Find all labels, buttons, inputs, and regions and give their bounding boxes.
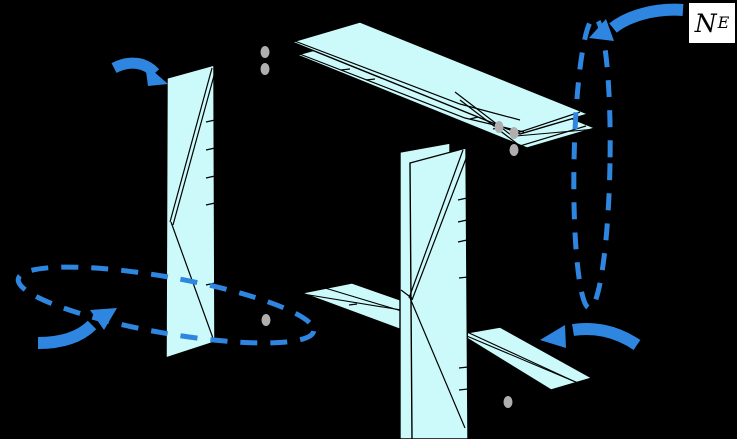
- bottom-right-horizontal-plane: [458, 326, 594, 391]
- center-plane-tick-marks: [457, 197, 469, 391]
- axis-label-subscript: E: [717, 13, 730, 32]
- left-plane-fold-b: [172, 71, 216, 226]
- top-right-plane-crease-2: [291, 39, 521, 121]
- arrow-bottom-left: [37, 308, 117, 349]
- left-plane-fold-a: [169, 67, 213, 223]
- ellipsis-mid-left: [261, 314, 271, 326]
- center-plane-fold-b: [411, 155, 468, 301]
- center-plane-crease-join: [400, 289, 414, 300]
- top-right-plane-upper-sheet: [289, 21, 591, 135]
- left-plane-tick-marks: [205, 119, 216, 286]
- horizontal-axis-ellipse: [15, 264, 317, 346]
- top-right-horizontal-plane: [289, 21, 598, 149]
- ellipsis-upper-left: [260, 46, 270, 75]
- top-right-plane-edge-line: [515, 128, 597, 137]
- vertical-rotation-axis: [571, 15, 613, 311]
- center-plane-front-sheet: [409, 147, 469, 439]
- center-plane-crease-v: [409, 297, 466, 429]
- ellipsis-upper-right: [494, 121, 519, 156]
- arrow-top-right: [589, 3, 684, 41]
- center-plane-fold-a: [408, 149, 464, 299]
- left-vertical-plane: [165, 64, 216, 360]
- horizontal-rotation-axis: [15, 264, 317, 346]
- left-wing-tick: [348, 303, 358, 306]
- center-vertical-plane: [399, 142, 469, 439]
- arrow-top-left: [111, 57, 168, 86]
- bottom-right-wing-tick: [500, 368, 510, 371]
- ellipsis-lower-right: [503, 396, 513, 408]
- axis-label-base: N: [694, 8, 717, 38]
- vertical-axis-ellipse: [571, 15, 613, 311]
- top-right-plane-crease-1: [296, 52, 525, 133]
- top-right-plane-crease-4: [459, 99, 587, 147]
- arrow-bottom-right: [540, 322, 641, 351]
- bottom-right-wing-crease-2: [466, 331, 583, 386]
